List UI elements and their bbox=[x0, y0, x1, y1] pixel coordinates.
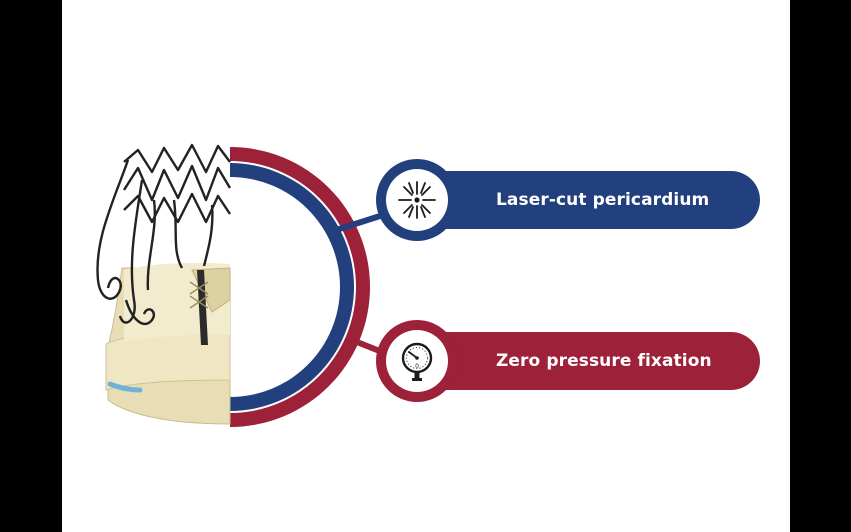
connector-bottom bbox=[345, 335, 384, 355]
outer-red-arc bbox=[230, 147, 370, 427]
feature-badge-laser bbox=[376, 159, 458, 241]
inner-blue-arc bbox=[230, 163, 354, 411]
stent-frame bbox=[96, 143, 232, 326]
svg-text:0: 0 bbox=[415, 363, 419, 370]
connector-top bbox=[329, 213, 381, 235]
slide: Laser-cut pericardium bbox=[62, 0, 790, 532]
feature-label: Zero pressure fixation bbox=[496, 351, 712, 371]
valve-body bbox=[105, 262, 231, 425]
laser-burst-icon bbox=[398, 181, 436, 219]
feature-badge-gauge: 0 bbox=[376, 320, 458, 402]
feature-label: Laser-cut pericardium bbox=[496, 190, 710, 210]
pressure-gauge-icon: 0 bbox=[401, 342, 433, 381]
valve-illustration bbox=[96, 143, 384, 427]
